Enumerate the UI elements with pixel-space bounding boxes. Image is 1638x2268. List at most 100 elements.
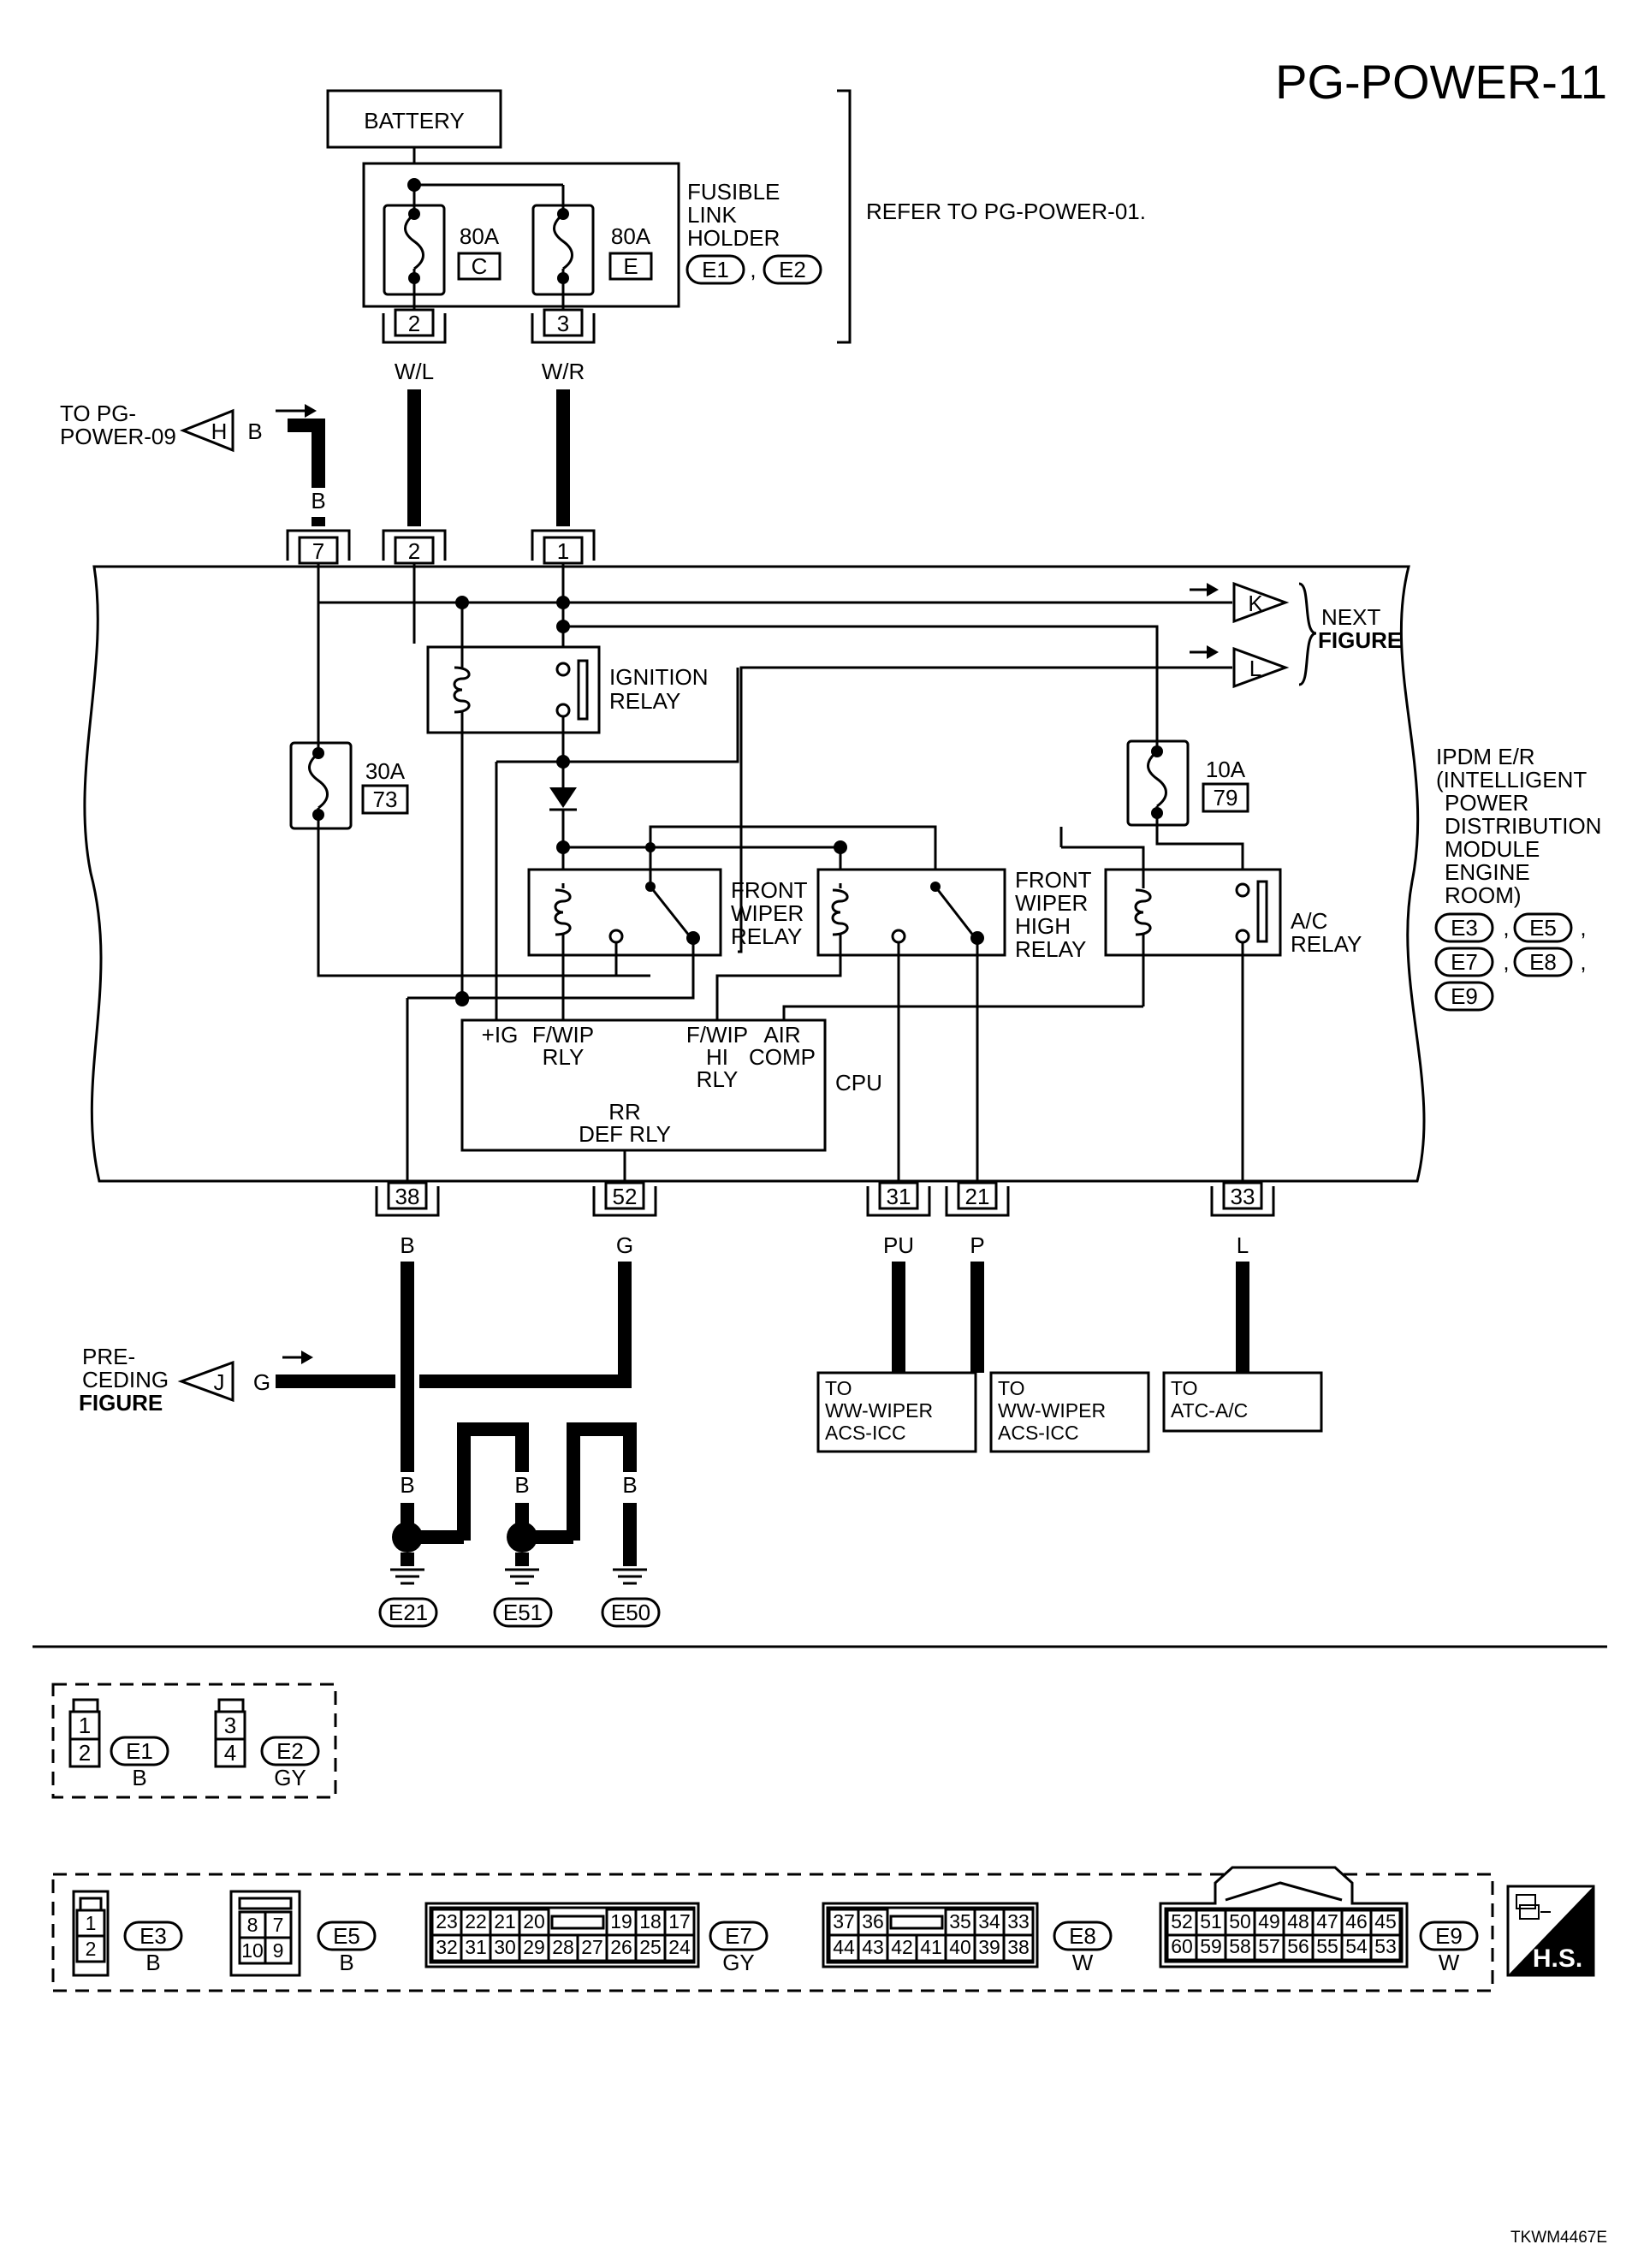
svg-text:E3: E3	[1451, 915, 1478, 941]
svg-text:ACS-ICC: ACS-ICC	[825, 1422, 906, 1444]
pin-label: 22	[465, 1910, 487, 1933]
to-power09-line2: POWER-09	[60, 424, 176, 449]
svg-text:IPDM E/R: IPDM E/R	[1436, 744, 1535, 769]
pin-label: 45	[1374, 1910, 1397, 1933]
svg-text:ATC-A/C: ATC-A/C	[1171, 1399, 1248, 1422]
pin-label: 35	[949, 1910, 971, 1933]
svg-text:7: 7	[273, 1914, 284, 1936]
pin-label: 43	[862, 1936, 884, 1958]
svg-text:10: 10	[241, 1939, 264, 1962]
fuse-holder-label-2: LINK	[687, 202, 737, 228]
pin-label: 59	[1200, 1935, 1222, 1957]
svg-text:31: 31	[887, 1184, 911, 1209]
cpu-rr-def-1: RR	[608, 1099, 641, 1125]
fwr-label-3: RELAY	[731, 923, 802, 949]
pin-label: 32	[436, 1936, 458, 1958]
svg-text:TO: TO	[1171, 1377, 1198, 1399]
svg-text:E3: E3	[139, 1923, 167, 1949]
pin-label: 37	[833, 1910, 855, 1933]
svg-text:,: ,	[1580, 915, 1586, 941]
ipdm-pin-21: 21 P	[945, 1181, 1010, 1258]
diode	[549, 762, 577, 847]
pin-label: 34	[978, 1910, 1000, 1933]
ground-wire-1: B	[400, 1472, 414, 1498]
preceding-line1: PRE-	[82, 1344, 135, 1369]
pin-label: 29	[523, 1936, 545, 1958]
pin-label: 23	[436, 1910, 458, 1933]
ipdm-pin-1: 1	[531, 529, 596, 565]
svg-text:W: W	[1439, 1950, 1460, 1975]
connector-h-arrow	[179, 408, 234, 453]
ignition-relay-label-1: IGNITION	[609, 664, 709, 690]
svg-text:E8: E8	[1069, 1923, 1096, 1949]
wire-p-21: P	[970, 1232, 984, 1258]
pin-label: 17	[668, 1910, 691, 1933]
svg-text:,: ,	[750, 257, 756, 282]
connector-icon	[1516, 1894, 1551, 1920]
ac-relay-label-1: A/C	[1291, 908, 1327, 934]
holder-pin-2: 2	[382, 308, 447, 344]
svg-text:3: 3	[224, 1713, 236, 1738]
cpu-fwip-hi-1: F/WIP	[686, 1022, 748, 1048]
connector-l: L	[1249, 656, 1261, 681]
pin-label: 53	[1374, 1935, 1397, 1957]
pin-label: 27	[581, 1936, 603, 1958]
holder-connector-e1: E1	[702, 257, 729, 282]
svg-text:ROOM): ROOM)	[1445, 882, 1522, 908]
ground-e50: E50	[601, 1568, 661, 1628]
svg-text:WW-WIPER: WW-WIPER	[998, 1399, 1106, 1422]
cpu-fwip-hi-2: HI	[706, 1044, 728, 1070]
page-title: PG-POWER-11	[1275, 55, 1607, 109]
fuse2-amp: 80A	[611, 223, 651, 249]
connector-e1-view: 1 2 E1 B	[68, 1698, 169, 1790]
pin-label: 20	[523, 1910, 545, 1933]
pin-label: 54	[1345, 1935, 1368, 1957]
cpu-fwip-hi-3: RLY	[697, 1066, 739, 1092]
svg-text:1: 1	[86, 1912, 97, 1934]
svg-text:E9: E9	[1435, 1923, 1463, 1949]
svg-text:MODULE: MODULE	[1445, 836, 1540, 862]
fuse2-id: E	[623, 253, 638, 279]
svg-text:E50: E50	[611, 1600, 650, 1625]
fwhr-label-4: RELAY	[1015, 936, 1086, 962]
svg-text:E1: E1	[126, 1738, 153, 1764]
svg-text:TO: TO	[825, 1377, 852, 1399]
ipdm-pin-52: 52 G	[592, 1181, 657, 1258]
pin-label: 38	[1007, 1936, 1030, 1958]
connector-k: K	[1248, 591, 1263, 616]
svg-text:DISTRIBUTION: DISTRIBUTION	[1445, 813, 1601, 839]
svg-text:,: ,	[1503, 915, 1509, 941]
fuse-holder-label-1: FUSIBLE	[687, 179, 780, 205]
connector-e2-view: 3 4 E2 GY	[214, 1698, 320, 1790]
cpu-ig: +IG	[482, 1022, 519, 1048]
pin-label: 39	[978, 1936, 1000, 1958]
pin-label: 41	[920, 1936, 942, 1958]
dest-ww-wiper-2: TO WW-WIPER ACS-ICC	[989, 1371, 1150, 1453]
pin-label: 48	[1287, 1910, 1309, 1933]
pin-label: 51	[1200, 1910, 1222, 1933]
svg-text:ENGINE: ENGINE	[1445, 859, 1530, 885]
svg-text:52: 52	[613, 1184, 638, 1209]
pin-label: 25	[639, 1936, 662, 1958]
fuse-80a-e: 80A E	[531, 185, 653, 310]
fuse1-id: C	[472, 253, 488, 279]
svg-text:WW-WIPER: WW-WIPER	[825, 1399, 933, 1422]
svg-text:E8: E8	[1529, 949, 1557, 975]
front-wiper-high-relay: FRONT WIPER HIGH RELAY	[715, 867, 1092, 1190]
ipdm-module-outline	[83, 565, 1426, 1183]
svg-text:GY: GY	[274, 1765, 306, 1790]
wire-j: G	[253, 1369, 270, 1395]
svg-text:3: 3	[557, 311, 569, 336]
fuse10-amp: 10A	[1206, 757, 1246, 782]
svg-text:E5: E5	[1529, 915, 1557, 941]
svg-text:8: 8	[247, 1914, 258, 1936]
connector-h: H	[211, 419, 228, 444]
connector-views-large	[51, 1873, 1494, 1992]
holder-pin-3: 3	[531, 308, 596, 344]
connector-k-arrow	[1232, 581, 1290, 624]
preceding-line2: CEDING	[82, 1367, 169, 1392]
svg-text:38: 38	[395, 1184, 420, 1209]
svg-text:E7: E7	[725, 1923, 752, 1949]
next-figure-line2: FIGURE	[1318, 627, 1402, 653]
